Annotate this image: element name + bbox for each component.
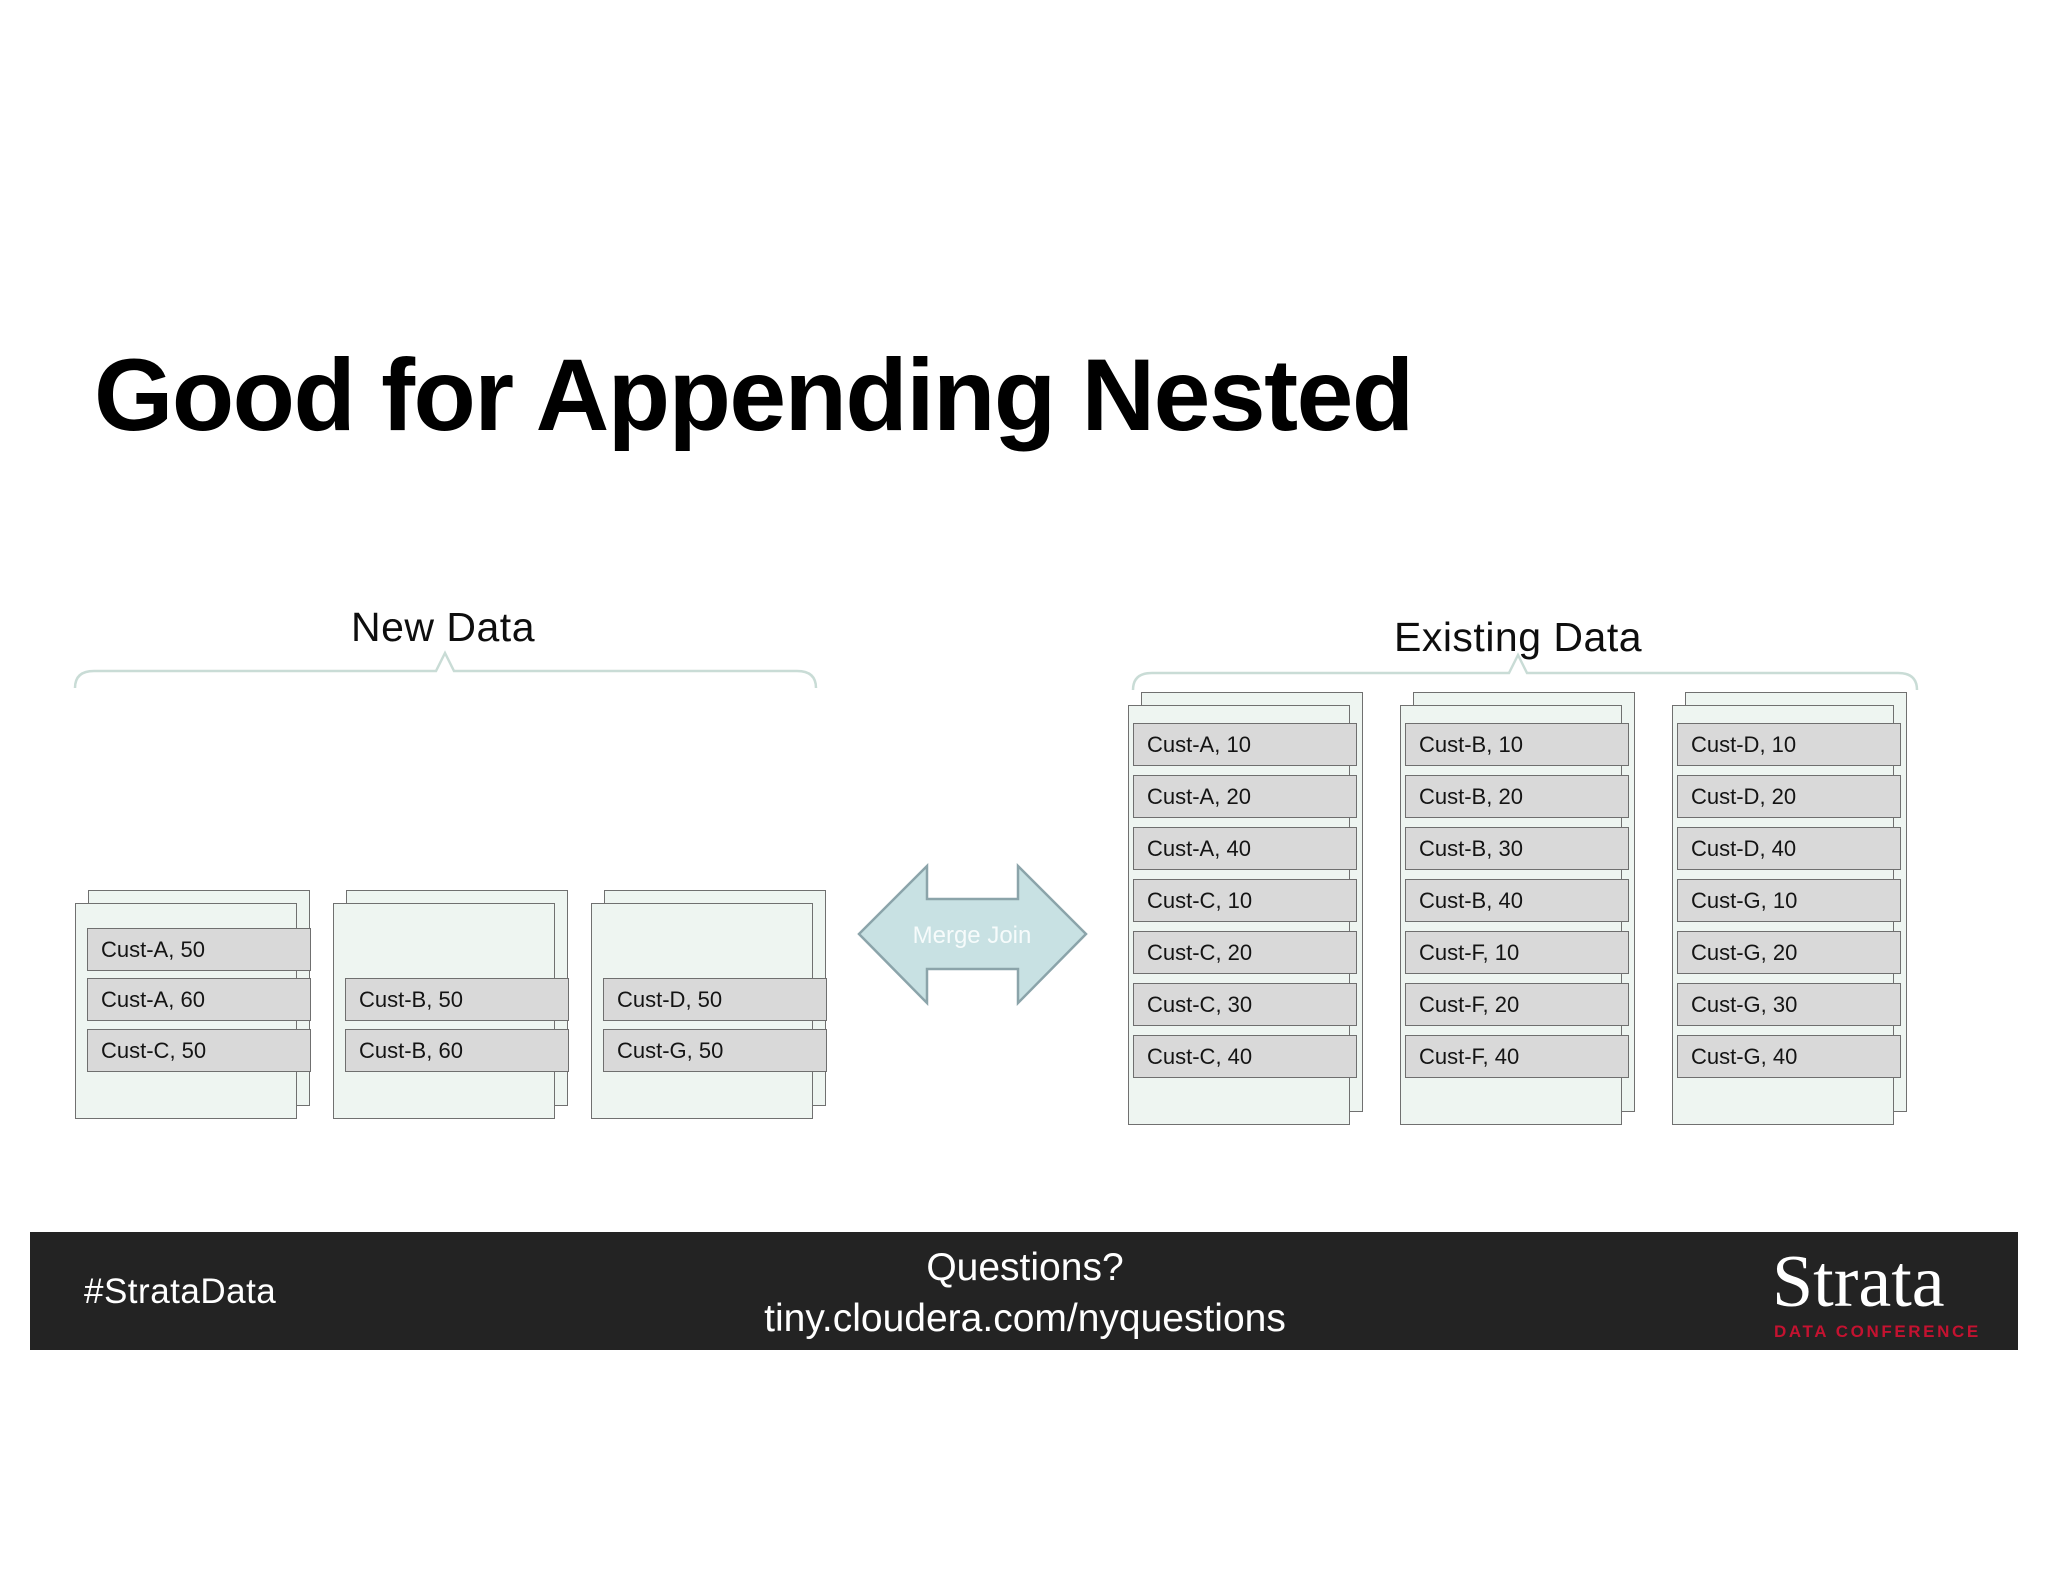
- record-box: Cust-A, 40: [1133, 827, 1357, 870]
- slide-title: Good for Appending Nested: [94, 338, 1414, 453]
- double-arrow-shape: [857, 862, 1088, 1007]
- record-box: Cust-B, 20: [1405, 775, 1629, 818]
- record-box: Cust-F, 40: [1405, 1035, 1629, 1078]
- record-box: Cust-C, 40: [1133, 1035, 1357, 1078]
- record-box: Cust-B, 60: [345, 1029, 569, 1072]
- record-box: Cust-A, 60: [87, 978, 311, 1021]
- record-box: Cust-C, 30: [1133, 983, 1357, 1026]
- record-box: Cust-G, 50: [603, 1029, 827, 1072]
- questions-block: Questions? tiny.cloudera.com/nyquestions: [595, 1242, 1455, 1344]
- footer-bar: #StrataData Questions? tiny.cloudera.com…: [30, 1232, 2018, 1350]
- new-data-label: New Data: [350, 604, 535, 650]
- questions-heading: Questions?: [926, 1246, 1124, 1289]
- record-box: Cust-C, 50: [87, 1029, 311, 1072]
- record-box: Cust-G, 30: [1677, 983, 1901, 1026]
- record-box: Cust-B, 10: [1405, 723, 1629, 766]
- record-box: Cust-A, 10: [1133, 723, 1357, 766]
- record-box: Cust-A, 50: [87, 928, 311, 971]
- record-box: Cust-G, 40: [1677, 1035, 1901, 1078]
- record-box: Cust-C, 20: [1133, 931, 1357, 974]
- hashtag-label: #StrataData: [84, 1272, 277, 1311]
- strata-logo: Strata: [1772, 1241, 1945, 1323]
- record-box: Cust-D, 50: [603, 978, 827, 1021]
- record-box: Cust-D, 20: [1677, 775, 1901, 818]
- merge-join-arrow: Merge Join: [857, 862, 1088, 1007]
- record-box: Cust-B, 40: [1405, 879, 1629, 922]
- record-box: Cust-B, 30: [1405, 827, 1629, 870]
- record-box: Cust-B, 50: [345, 978, 569, 1021]
- record-box: Cust-A, 20: [1133, 775, 1357, 818]
- merge-join-label: Merge Join: [913, 922, 1032, 949]
- new-data-bracket: [73, 650, 818, 689]
- record-box: Cust-G, 10: [1677, 879, 1901, 922]
- strata-logo-subtitle: DATA CONFERENCE: [1774, 1322, 1981, 1341]
- record-box: Cust-D, 40: [1677, 827, 1901, 870]
- record-box: Cust-D, 10: [1677, 723, 1901, 766]
- record-box: Cust-F, 20: [1405, 983, 1629, 1026]
- questions-link: tiny.cloudera.com/nyquestions: [764, 1297, 1286, 1340]
- record-box: Cust-F, 10: [1405, 931, 1629, 974]
- existing-data-label: Existing Data: [1393, 614, 1643, 660]
- record-box: Cust-C, 10: [1133, 879, 1357, 922]
- record-box: Cust-G, 20: [1677, 931, 1901, 974]
